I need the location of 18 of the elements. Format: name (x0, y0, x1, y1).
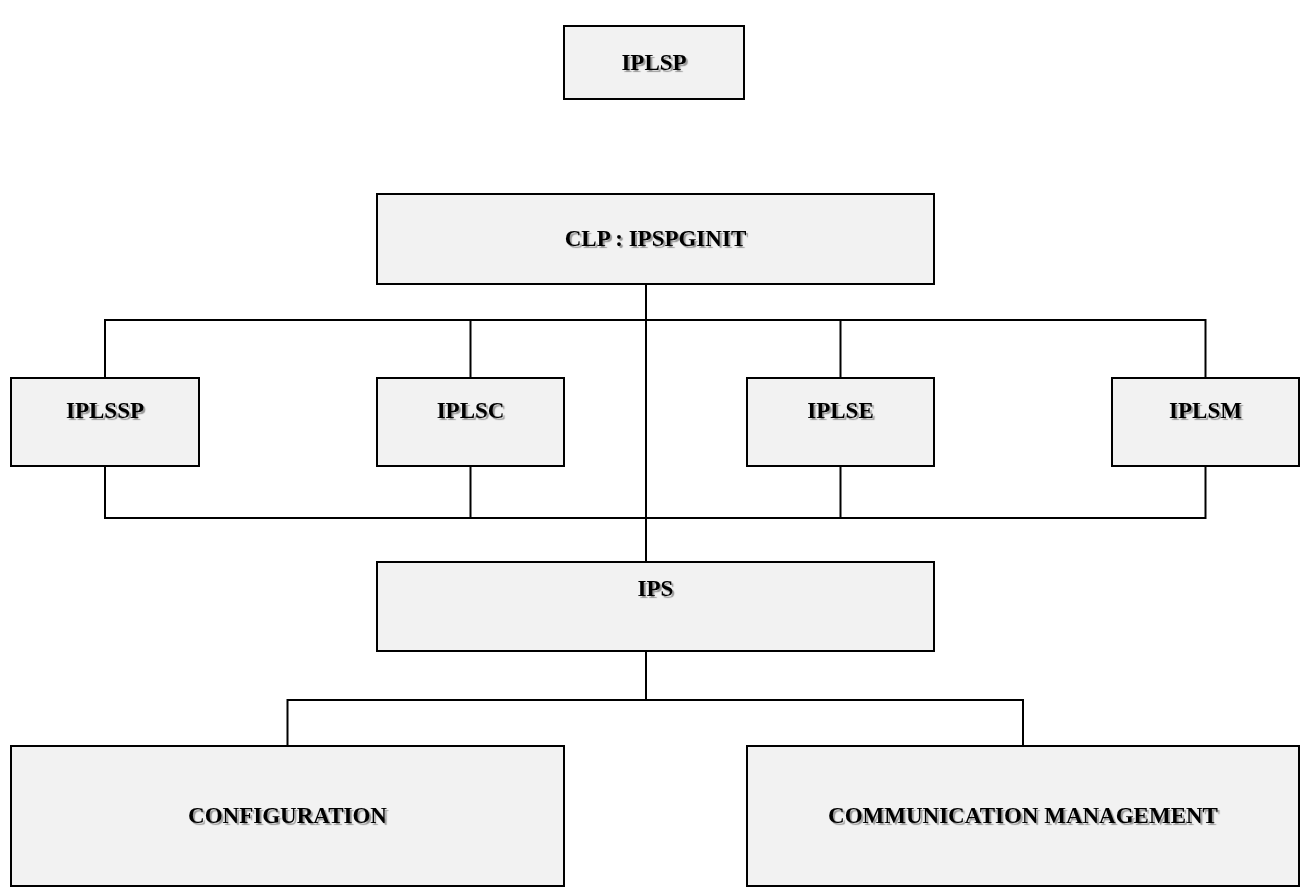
process-box (10, 745, 565, 887)
box-label: IPLSSP (66, 397, 144, 425)
process-box (563, 25, 745, 100)
process-box (376, 561, 935, 652)
box-label: IPLSC (436, 397, 505, 425)
process-box (10, 377, 200, 467)
box-label: IPLSE (807, 397, 874, 425)
process-box (746, 745, 1300, 887)
box-label: IPS (637, 575, 674, 603)
box-label: COMMUNICATION MANAGEMENT (828, 802, 1218, 831)
process-box (1111, 377, 1300, 467)
box-label: CONFIGURATION (188, 802, 387, 831)
box-label: CLP : IPSPGINIT (564, 225, 747, 254)
box-label: IPLSM (1169, 397, 1242, 425)
process-box (376, 377, 565, 467)
process-box (376, 193, 935, 285)
process-box (746, 377, 935, 467)
box-label: IPLSP (621, 48, 687, 77)
